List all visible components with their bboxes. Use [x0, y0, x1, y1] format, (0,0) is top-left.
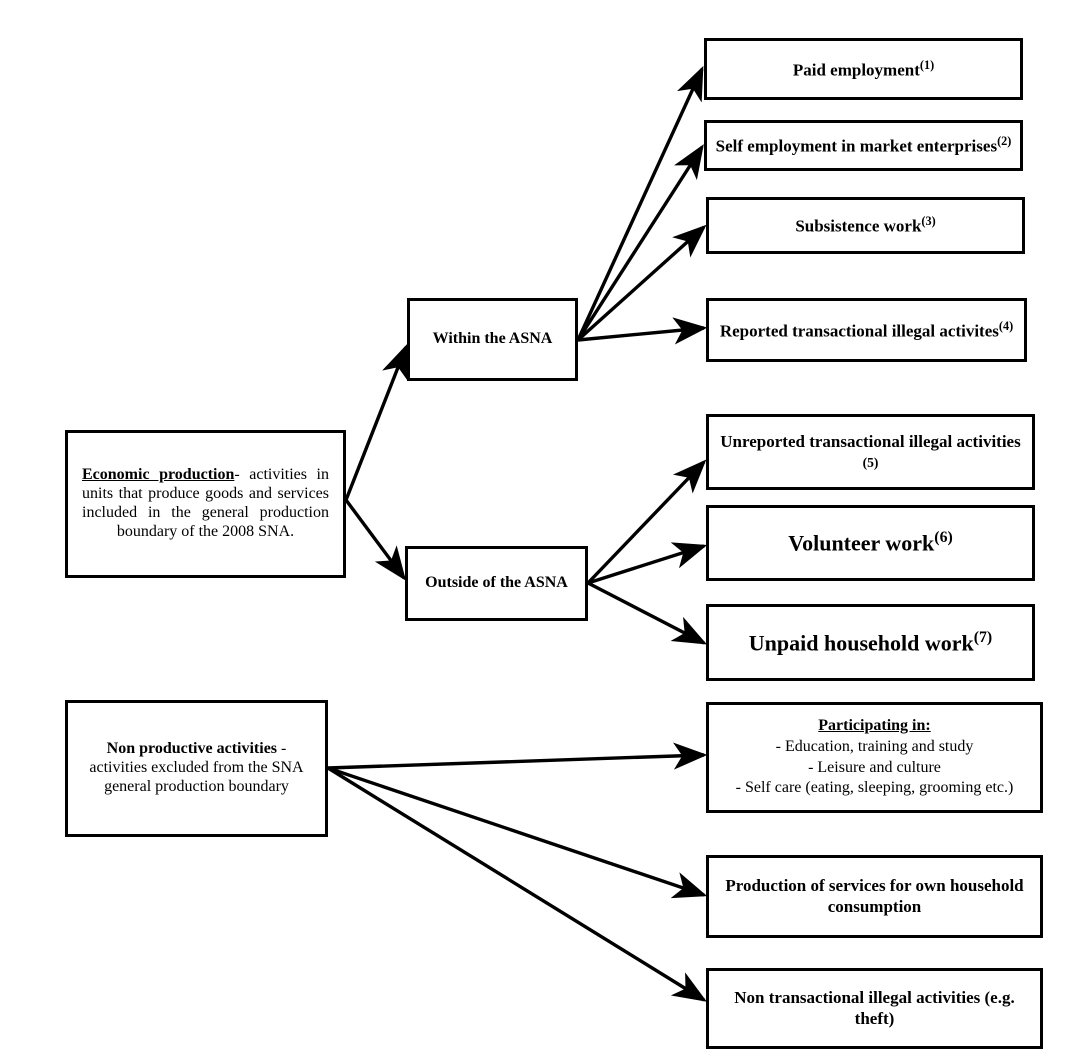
- within-asna-label: Within the ASNA: [432, 330, 553, 348]
- edge-nonproductive-to-non-transactional: [327, 766, 707, 1002]
- node-participating-in[interactable]: Participating in: - Education, training …: [706, 702, 1043, 813]
- node-unreported-transactional-illegal-activities[interactable]: Unreported transactional illegal activit…: [706, 414, 1035, 490]
- outside-asna-label: Outside of the ASNA: [425, 574, 568, 592]
- non-productive-heading: Non productive activities: [106, 740, 278, 758]
- edge-economic-to-within: [344, 343, 408, 501]
- reported-illegal-label: Reported transactional illegal activites: [719, 321, 999, 341]
- edge-within-to-self-employment: [576, 144, 704, 341]
- subsistence-work-label: Subsistence work: [795, 216, 922, 236]
- edge-outside-to-volunteer-work: [587, 542, 708, 585]
- node-production-of-services-for-own-household-consumption[interactable]: Production of services for own household…: [706, 855, 1043, 938]
- node-non-transactional-illegal-activities[interactable]: Non transactional illegal activities (e.…: [706, 968, 1043, 1049]
- edge-within-to-subsistence-work: [576, 224, 707, 342]
- node-economic-production[interactable]: Economic production- activities in units…: [65, 430, 346, 578]
- paid-employment-note: (1): [919, 57, 935, 72]
- node-volunteer-work[interactable]: Volunteer work(6): [706, 505, 1035, 581]
- participating-in-item-self-care: - Self care (eating, sleeping, grooming …: [735, 779, 1014, 797]
- node-within-the-asna[interactable]: Within the ASNA: [407, 298, 578, 381]
- subsistence-work-note: (3): [921, 214, 936, 229]
- volunteer-work-label: Volunteer work: [788, 530, 935, 556]
- self-employment-label: Self employment in market enterprises: [715, 136, 998, 156]
- node-paid-employment[interactable]: Paid employment(1): [704, 38, 1023, 100]
- edge-economic-to-outside: [344, 498, 407, 581]
- edge-nonproductive-to-participating-in: [327, 742, 708, 770]
- paid-employment-label: Paid employment: [792, 60, 920, 80]
- self-employment-note: (2): [997, 134, 1012, 149]
- edge-outside-to-unpaid-household: [587, 581, 708, 645]
- node-reported-transactional-illegal-activites[interactable]: Reported transactional illegal activites…: [706, 298, 1027, 362]
- volunteer-work-note: (6): [934, 529, 953, 547]
- unpaid-household-note: (7): [973, 628, 993, 646]
- economic-production-body: - activities in units that produce goods…: [82, 466, 329, 540]
- participating-in-item-education: - Education, training and study: [775, 737, 974, 755]
- node-non-productive-activities[interactable]: Non productive activities - activities e…: [65, 700, 328, 837]
- reported-illegal-note: (4): [998, 318, 1014, 333]
- node-self-employment-in-market-enterprises[interactable]: Self employment in market enterprises(2): [704, 120, 1023, 171]
- edge-within-to-reported-illegal: [577, 317, 708, 345]
- economic-production-heading: Economic production: [82, 466, 235, 484]
- node-unpaid-household-work[interactable]: Unpaid household work(7): [706, 604, 1035, 681]
- own-consumption-label: Production of services for own household…: [725, 876, 1024, 916]
- unreported-illegal-label: Unreported transactional illegal activit…: [720, 431, 1021, 451]
- non-productive-body: - activities excluded from the SNA gener…: [89, 740, 304, 795]
- non-transactional-label: Non transactional illegal activities (e.…: [734, 988, 1015, 1028]
- participating-in-item-leisure: - Leisure and culture: [808, 758, 941, 776]
- edge-within-to-paid-employment: [576, 65, 704, 341]
- unpaid-household-label: Unpaid household work: [748, 630, 974, 656]
- unreported-illegal-note: (5): [862, 455, 879, 470]
- participating-in-heading: Participating in:: [818, 716, 931, 734]
- edge-outside-to-unreported-illegal: [586, 459, 707, 585]
- edge-nonproductive-to-own-consumption: [327, 766, 708, 899]
- node-subsistence-work[interactable]: Subsistence work(3): [706, 197, 1025, 254]
- node-outside-of-the-asna[interactable]: Outside of the ASNA: [405, 546, 588, 621]
